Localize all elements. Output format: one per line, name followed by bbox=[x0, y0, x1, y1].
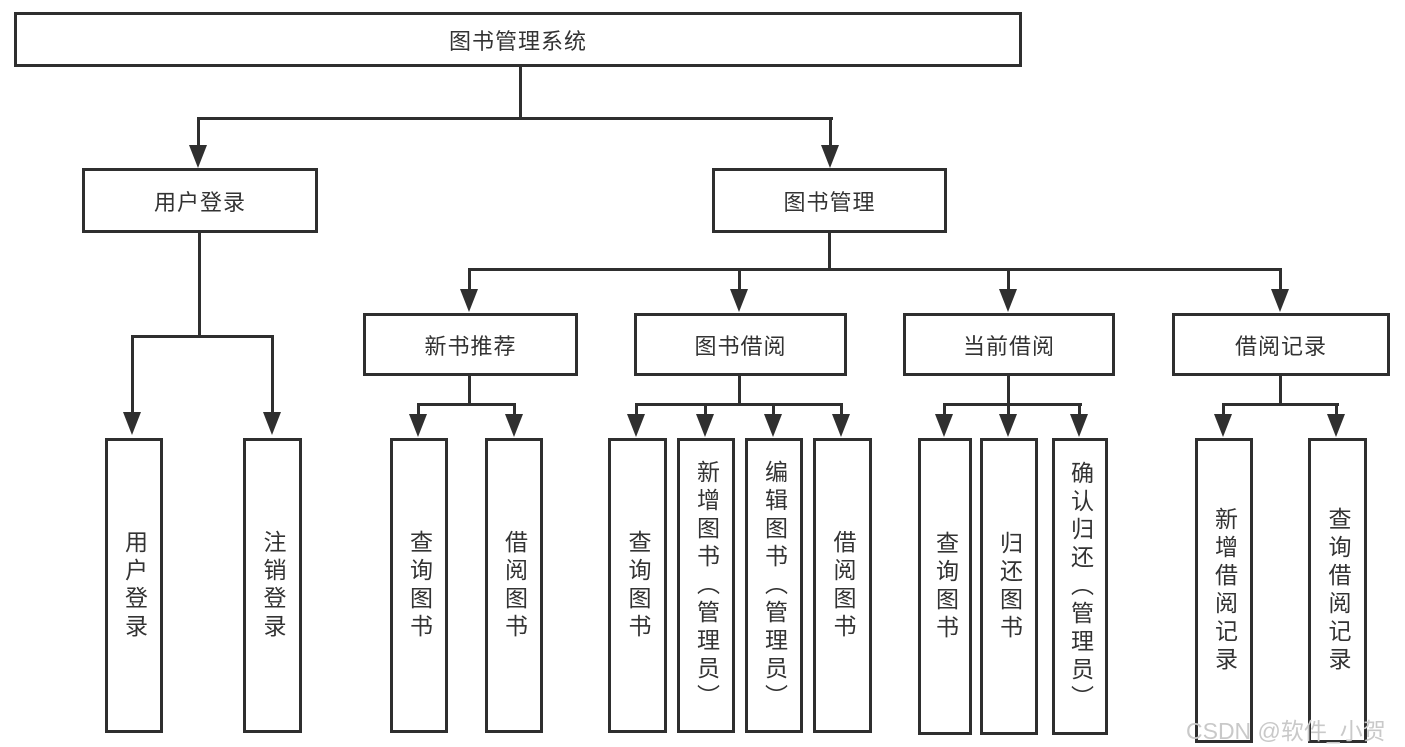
leaf-add-books-admin: 新增图书（管理员） bbox=[677, 438, 735, 733]
connector-group2-stem bbox=[1007, 376, 1010, 406]
leaf-user-login: 用户登录 bbox=[105, 438, 163, 733]
connector-arrow-stem-g2-l0 bbox=[943, 403, 946, 415]
arrowhead-g2-l0-icon bbox=[935, 414, 953, 437]
arrowhead-g2-l2-icon bbox=[1070, 414, 1088, 437]
connector-arrow-stem-g3-l1 bbox=[1335, 403, 1338, 415]
arrowhead-g0-l1-icon bbox=[505, 414, 523, 437]
node-borrow-records: 借阅记录 bbox=[1172, 313, 1390, 376]
leaf-query-books-recommend: 查询图书 bbox=[390, 438, 448, 733]
leaf-borrow-books-recommend: 借阅图书 bbox=[485, 438, 543, 733]
arrowhead-g1-l2-icon bbox=[764, 414, 782, 437]
connector-arrow-stem-borrow-records bbox=[1279, 268, 1282, 290]
connector-arrow-stem-leaf-user-login bbox=[131, 335, 134, 413]
arrowhead-book-management-icon bbox=[821, 145, 839, 168]
node-book-management: 图书管理 bbox=[712, 168, 947, 233]
leaf-edit-books-admin: 编辑图书（管理员） bbox=[745, 438, 803, 733]
node-current-borrow: 当前借阅 bbox=[903, 313, 1115, 376]
connector-arrow-stem-g0-l1 bbox=[513, 403, 516, 415]
connector-arrow-stem-g0-l0 bbox=[417, 403, 420, 415]
connector-arrow-stem-user-login bbox=[197, 117, 200, 148]
node-book-borrow: 图书借阅 bbox=[634, 313, 847, 376]
arrowhead-user-login-icon bbox=[189, 145, 207, 168]
arrowhead-g1-l3-icon bbox=[832, 414, 850, 437]
connector-arrow-stem-new-book bbox=[468, 268, 471, 290]
connector-user-login-hline bbox=[131, 335, 274, 338]
arrowhead-current-borrow-icon bbox=[999, 289, 1017, 312]
arrowhead-new-book-icon bbox=[460, 289, 478, 312]
connector-arrow-stem-g2-l1 bbox=[1007, 403, 1010, 415]
connector-arrow-stem-g1-l1 bbox=[704, 403, 707, 415]
connector-group2-hline bbox=[943, 403, 1082, 406]
connector-group1-stem bbox=[738, 376, 741, 406]
node-library-management-system: 图书管理系统 bbox=[14, 12, 1022, 67]
leaf-add-borrow-record: 新增借阅记录 bbox=[1195, 438, 1253, 743]
connector-user-login-stem bbox=[198, 233, 201, 338]
leaf-query-books-current: 查询图书 bbox=[918, 438, 972, 735]
connector-arrow-stem-book-borrow bbox=[738, 268, 741, 290]
arrowhead-g3-l0-icon bbox=[1214, 414, 1232, 437]
arrowhead-leaf-logout-icon bbox=[263, 412, 281, 435]
connector-book-management-hline bbox=[468, 268, 1282, 271]
connector-group0-stem bbox=[468, 376, 471, 406]
connector-group3-stem bbox=[1279, 376, 1282, 406]
node-new-book-recommend: 新书推荐 bbox=[363, 313, 578, 376]
arrowhead-g2-l1-icon bbox=[999, 414, 1017, 437]
connector-book-management-stem bbox=[828, 233, 831, 271]
connector-root-hline bbox=[197, 117, 833, 120]
connector-arrow-stem-g2-l2 bbox=[1078, 403, 1081, 415]
arrowhead-leaf-user-login-icon bbox=[123, 412, 141, 435]
connector-arrow-stem-g1-l0 bbox=[635, 403, 638, 415]
node-user-login: 用户登录 bbox=[82, 168, 318, 233]
connector-arrow-stem-book-management bbox=[829, 117, 832, 148]
leaf-logout: 注销登录 bbox=[243, 438, 302, 733]
connector-arrow-stem-g1-l3 bbox=[840, 403, 843, 415]
leaf-query-books-borrow: 查询图书 bbox=[608, 438, 667, 733]
connector-arrow-stem-g1-l2 bbox=[772, 403, 775, 415]
connector-root-stem bbox=[519, 67, 522, 120]
arrowhead-g0-l0-icon bbox=[409, 414, 427, 437]
arrowhead-g1-l0-icon bbox=[627, 414, 645, 437]
connector-group1-hline bbox=[635, 403, 843, 406]
arrowhead-borrow-records-icon bbox=[1271, 289, 1289, 312]
leaf-borrow-books: 借阅图书 bbox=[813, 438, 872, 733]
arrowhead-book-borrow-icon bbox=[730, 289, 748, 312]
leaf-confirm-return-admin: 确认归还（管理员） bbox=[1052, 438, 1108, 735]
connector-group3-hline bbox=[1222, 403, 1339, 406]
connector-arrow-stem-leaf-logout bbox=[271, 335, 274, 413]
leaf-query-borrow-record: 查询借阅记录 bbox=[1308, 438, 1367, 743]
connector-arrow-stem-current-borrow bbox=[1007, 268, 1010, 290]
connector-group0-hline bbox=[417, 403, 516, 406]
watermark-text: CSDN @软件_小贺同学 bbox=[1186, 718, 1386, 744]
arrowhead-g3-l1-icon bbox=[1327, 414, 1345, 437]
connector-arrow-stem-g3-l0 bbox=[1222, 403, 1225, 415]
leaf-return-books: 归还图书 bbox=[980, 438, 1038, 735]
arrowhead-g1-l1-icon bbox=[696, 414, 714, 437]
